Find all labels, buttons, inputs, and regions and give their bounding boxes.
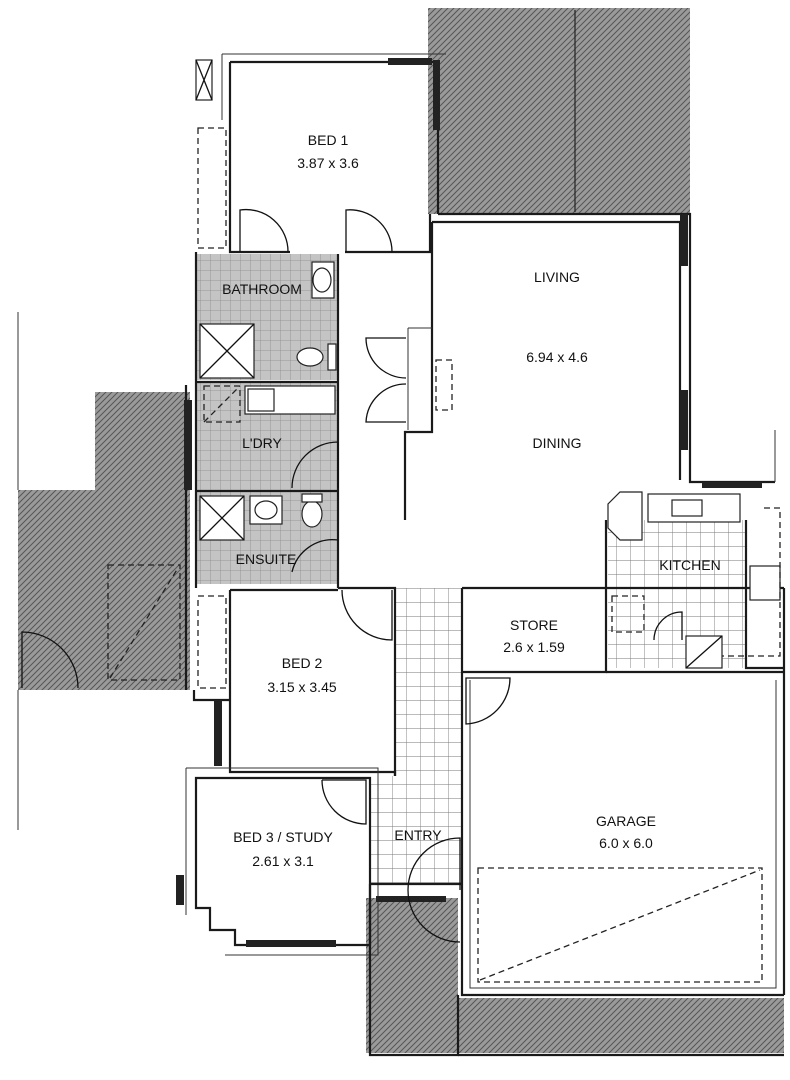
laundry-washer-diag bbox=[203, 385, 241, 423]
kitchen-label: KITCHEN bbox=[659, 557, 720, 573]
bed2-window bbox=[214, 700, 222, 766]
garage-label: GARAGE bbox=[596, 813, 656, 829]
bed3-label: BED 3 / STUDY bbox=[233, 829, 333, 845]
ensuite-basin bbox=[254, 500, 278, 520]
side-courtyard-paving bbox=[18, 392, 190, 690]
garage-inner-line bbox=[469, 680, 777, 989]
bed1-label: BED 1 bbox=[308, 132, 349, 148]
entry-sidelight bbox=[376, 896, 446, 902]
bed1-window-east bbox=[433, 60, 440, 130]
laundry-trough bbox=[247, 388, 275, 412]
entry-front-wall bbox=[368, 882, 462, 1057]
garage-car-diag bbox=[479, 869, 761, 981]
bed3-window bbox=[246, 940, 336, 947]
store-walls bbox=[460, 588, 608, 674]
living-window-top bbox=[680, 214, 688, 266]
store-label: STORE bbox=[510, 617, 558, 633]
linen-door-top bbox=[365, 337, 407, 379]
kitchen-pantry-door bbox=[653, 611, 683, 641]
kitchen-walls bbox=[604, 520, 784, 674]
kitchen-window bbox=[702, 482, 762, 488]
bed2-robe bbox=[197, 595, 227, 689]
living-label: LIVING bbox=[534, 269, 580, 285]
kitchen-pantry-diag bbox=[685, 635, 723, 669]
tiled-floors bbox=[370, 520, 746, 884]
laundry-window bbox=[184, 400, 192, 490]
laundry-label: L'DRY bbox=[242, 435, 282, 451]
bed2-label: BED 2 bbox=[282, 655, 323, 671]
room-labels: BED 1 3.87 x 3.6 LIVING 6.94 x 4.6 DININ… bbox=[222, 132, 721, 869]
bathroom-shower-lines bbox=[199, 323, 255, 379]
laundry-washer bbox=[203, 385, 241, 423]
bed1-window-top bbox=[388, 58, 432, 65]
dining-table-hint bbox=[435, 359, 453, 411]
living-window-east bbox=[680, 390, 688, 450]
garage-walls bbox=[460, 588, 786, 997]
alfresco-paving bbox=[428, 8, 690, 214]
living-walls bbox=[432, 212, 775, 484]
kitchen-side-cupboard bbox=[722, 507, 781, 657]
courtyard-shed bbox=[107, 564, 181, 681]
bed3-dims: 2.61 x 3.1 bbox=[252, 853, 314, 869]
courtyard-gate bbox=[21, 631, 79, 689]
bed1-robe bbox=[197, 127, 227, 249]
meter-box-cross bbox=[195, 59, 213, 101]
bathroom-toilet-bowl bbox=[296, 347, 324, 367]
bed3-walls bbox=[194, 776, 372, 947]
store-door bbox=[465, 677, 511, 725]
wet-area-walls bbox=[194, 252, 340, 588]
front-path-paving bbox=[366, 898, 458, 1053]
ensuite-door bbox=[291, 539, 339, 573]
entry-floor bbox=[370, 588, 462, 884]
bed2-walls bbox=[228, 588, 397, 776]
living-west-wall bbox=[403, 222, 434, 520]
bed1-dims: 3.87 x 3.6 bbox=[297, 155, 359, 171]
bathroom-door bbox=[239, 208, 289, 253]
living-dims: 6.94 x 4.6 bbox=[526, 349, 588, 365]
front-door bbox=[407, 837, 461, 943]
kitchen-cooktop bbox=[749, 565, 781, 601]
entry-label: ENTRY bbox=[394, 827, 442, 843]
garage-dims: 6.0 x 6.0 bbox=[599, 835, 653, 851]
store-dims: 2.6 x 1.59 bbox=[503, 639, 565, 655]
garage-car-space bbox=[477, 867, 763, 983]
bed3-door bbox=[321, 779, 367, 825]
laundry-door bbox=[291, 441, 339, 489]
kitchen-island bbox=[607, 491, 643, 541]
kitchen-floor bbox=[608, 520, 746, 668]
bathroom-basin bbox=[312, 267, 332, 293]
bed3-side-window bbox=[176, 875, 184, 905]
bed2-dims: 3.15 x 3.45 bbox=[267, 679, 336, 695]
doors bbox=[21, 208, 683, 943]
linen-cupboard bbox=[407, 327, 432, 430]
hallway-walls bbox=[338, 586, 784, 776]
kitchen-fridge bbox=[611, 595, 645, 633]
ensuite-shower-lines bbox=[199, 495, 245, 541]
bathroom-toilet-cistern bbox=[327, 343, 337, 371]
bed1-door bbox=[345, 209, 393, 253]
ensuite-toilet-bowl bbox=[301, 500, 323, 528]
courtyard-shed-diag bbox=[109, 567, 179, 679]
bed2-door bbox=[341, 589, 393, 641]
bed3-outer-line bbox=[185, 767, 379, 956]
outdoor-paving bbox=[18, 8, 784, 1053]
dining-label: DINING bbox=[533, 435, 582, 451]
ensuite-label: ENSUITE bbox=[236, 551, 297, 567]
windows bbox=[176, 58, 762, 947]
bathroom-label: BATHROOM bbox=[222, 281, 302, 297]
driveway-paving bbox=[458, 998, 784, 1053]
ensuite-toilet-cistern bbox=[301, 493, 323, 503]
kitchen-sink bbox=[671, 499, 703, 517]
fixtures bbox=[107, 59, 781, 983]
linen-door-bottom bbox=[365, 383, 407, 423]
bed1-outer-line bbox=[221, 53, 446, 120]
